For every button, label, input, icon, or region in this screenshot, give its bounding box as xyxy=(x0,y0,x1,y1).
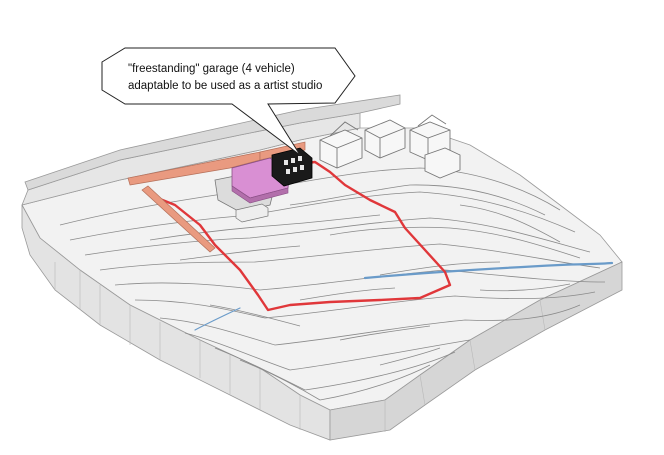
house-terrace xyxy=(235,203,269,223)
road-strip-edge xyxy=(24,94,401,191)
house-and-garage xyxy=(214,147,313,223)
neighbour-house-4 xyxy=(424,147,461,179)
studio-windows xyxy=(284,156,304,174)
creek-line-east xyxy=(363,261,614,280)
neighbour-house-2 xyxy=(364,119,406,159)
garage-roof-edge xyxy=(231,185,289,204)
callout-line-1: "freestanding" garage (4 vehicle) xyxy=(128,63,295,75)
creek-line-west xyxy=(194,307,241,331)
neighbour-house-1 xyxy=(319,121,363,169)
callout: "freestanding" garage (4 vehicle) adapta… xyxy=(101,47,356,156)
site-boundary xyxy=(149,160,452,312)
callout-bubble xyxy=(101,47,356,156)
creek xyxy=(194,261,614,331)
contour-lines xyxy=(59,167,606,401)
retaining-wall-west xyxy=(141,185,216,253)
callout-line-2: adaptable to be used as a artist studio xyxy=(128,80,322,92)
terrain-side-panels xyxy=(54,262,546,432)
neighbouring-buildings xyxy=(319,114,461,179)
